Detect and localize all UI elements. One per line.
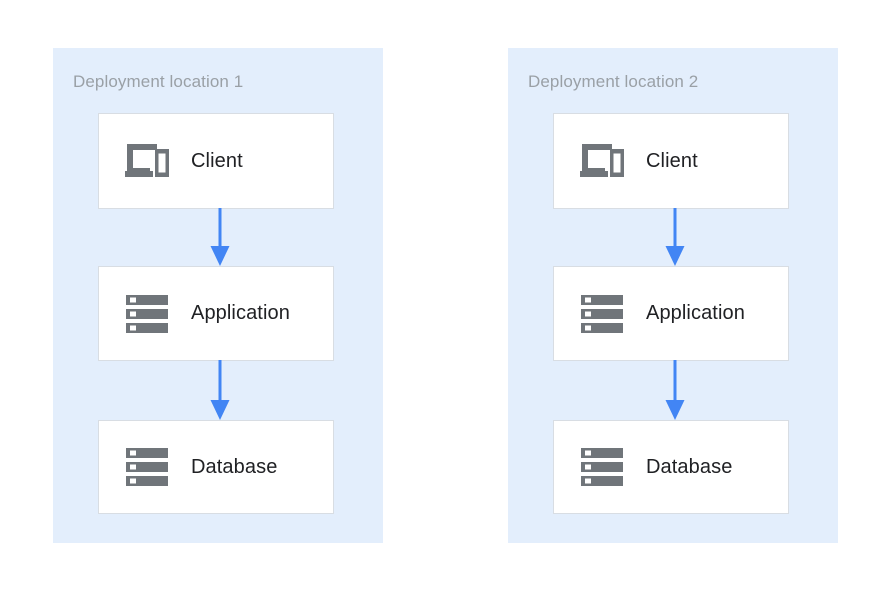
panel-title: Deployment location 1	[73, 72, 244, 91]
server-icon	[121, 443, 175, 491]
server-icon	[121, 290, 175, 338]
node-card-application[interactable]: Application	[553, 266, 789, 361]
node-card-database[interactable]: Database	[553, 420, 789, 514]
devices-icon	[576, 137, 630, 185]
node-label: Client	[191, 149, 243, 172]
node-card-database[interactable]: Database	[98, 420, 334, 514]
node-label: Database	[191, 455, 278, 478]
arrow-client-to-application	[208, 208, 232, 268]
node-card-client[interactable]: Client	[553, 113, 789, 209]
arrow-application-to-database	[663, 360, 687, 422]
panel-title: Deployment location 2	[528, 72, 699, 91]
deployment-location-panel: Deployment location 1 Client	[53, 48, 383, 543]
node-card-application[interactable]: Application	[98, 266, 334, 361]
node-label: Client	[646, 149, 698, 172]
node-label: Application	[191, 302, 290, 324]
server-icon	[576, 443, 630, 491]
arrow-client-to-application	[663, 208, 687, 268]
server-icon	[576, 290, 630, 338]
node-label: Application	[646, 302, 745, 324]
arrow-application-to-database	[208, 360, 232, 422]
node-card-client[interactable]: Client	[98, 113, 334, 209]
devices-icon	[121, 137, 175, 185]
node-label: Database	[646, 455, 733, 478]
deployment-location-panel: Deployment location 2 Client	[508, 48, 838, 543]
